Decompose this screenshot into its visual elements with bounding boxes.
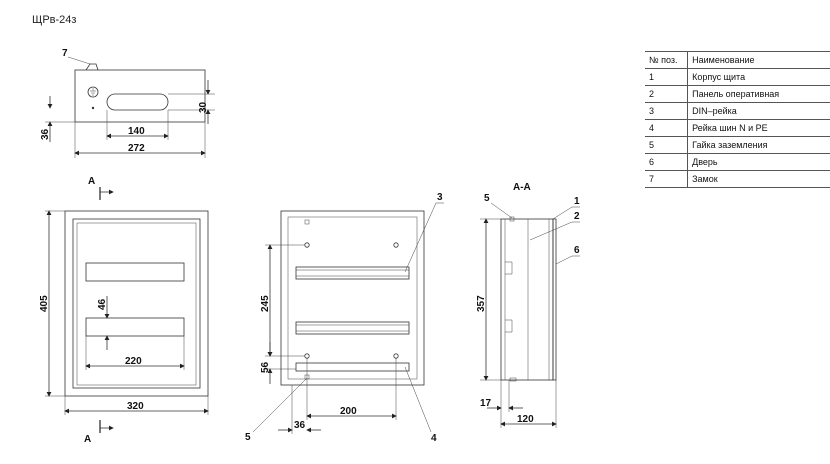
callout-2: 2 bbox=[574, 211, 580, 222]
section-foot bbox=[509, 377, 517, 382]
table-cell-name: Панель оперативная bbox=[687, 85, 830, 103]
callout-7: 7 bbox=[62, 48, 68, 59]
callout-5-inner: 5 bbox=[245, 432, 251, 443]
table-cell-num: 1 bbox=[645, 68, 689, 86]
dim-405: 405 bbox=[39, 295, 50, 312]
callout-4: 4 bbox=[431, 433, 437, 444]
table-cell-num: 5 bbox=[645, 136, 689, 154]
section-mark-top: А bbox=[88, 176, 95, 187]
table-cell-num: 4 bbox=[645, 119, 689, 137]
table-row: 4 Рейка шин N и PE bbox=[645, 119, 830, 137]
table-row: 5 Гайка заземления bbox=[645, 136, 830, 154]
section-view: А-А 357 120 17 5 1 2 6 bbox=[476, 182, 580, 428]
table-cell-name: Замок bbox=[687, 170, 830, 188]
table-header-num: № поз. bbox=[645, 51, 689, 69]
callout-6: 6 bbox=[574, 245, 580, 256]
page-title: ЩРв-24з bbox=[32, 14, 77, 26]
inner-view: 245 56 200 36 5 3 4 bbox=[245, 192, 444, 444]
table-cell-name: Дверь bbox=[687, 153, 830, 171]
ground-symbol-lines bbox=[90, 88, 96, 96]
dim-245: 245 bbox=[260, 295, 271, 312]
parts-table: № поз. Наименование 1 Корпус щита 2 Пане… bbox=[645, 51, 830, 188]
callout-1: 1 bbox=[574, 196, 580, 207]
dim-272: 272 bbox=[128, 143, 145, 154]
table-row: 2 Панель оперативная bbox=[645, 85, 830, 103]
callout-5-section: 5 bbox=[484, 193, 490, 204]
table-cell-num: 7 bbox=[645, 170, 689, 188]
dim-220: 220 bbox=[125, 356, 142, 367]
top-body bbox=[74, 69, 206, 123]
dim-320: 320 bbox=[127, 401, 144, 412]
inner-nut-top bbox=[304, 219, 310, 225]
table-header-row: № поз. Наименование bbox=[645, 51, 830, 69]
callout-3: 3 bbox=[437, 192, 443, 203]
dim-36-top: 36 bbox=[40, 128, 51, 140]
table-row: 7 Замок bbox=[645, 170, 830, 188]
din-rail-2 bbox=[295, 321, 410, 335]
table-cell-num: 6 bbox=[645, 153, 689, 171]
inner-body bbox=[280, 210, 425, 386]
front-door bbox=[72, 218, 201, 389]
table-row: 1 Корпус щита bbox=[645, 68, 830, 86]
table-cell-name: Рейка шин N и PE bbox=[687, 119, 830, 137]
table-cell-num: 2 bbox=[645, 85, 689, 103]
dim-120: 120 bbox=[517, 414, 534, 425]
section-label: А-А bbox=[513, 182, 531, 193]
front-window-2 bbox=[85, 317, 185, 337]
section-nut bbox=[509, 216, 515, 222]
table-cell-name: Корпус щита bbox=[687, 68, 830, 86]
table-cell-name: DIN–рейка bbox=[687, 102, 830, 120]
front-panel bbox=[76, 222, 197, 386]
table-row: 6 Дверь bbox=[645, 153, 830, 171]
table-cell-name: Гайка заземления bbox=[687, 136, 830, 154]
dim-36-inner: 36 bbox=[294, 420, 306, 431]
section-mark-bottom: А bbox=[84, 434, 91, 445]
lock-icon bbox=[85, 63, 99, 71]
table-row: 3 DIN–рейка bbox=[645, 102, 830, 120]
dim-140: 140 bbox=[128, 126, 145, 137]
section-rail-1 bbox=[505, 261, 513, 275]
front-view: А А 405 320 220 46 bbox=[39, 176, 209, 445]
front-window-1 bbox=[85, 262, 185, 282]
din-rail-1 bbox=[295, 266, 410, 280]
table-header-name: Наименование bbox=[687, 51, 830, 69]
inner-panel bbox=[287, 216, 418, 380]
dim-46: 46 bbox=[97, 298, 108, 310]
section-rail-2 bbox=[505, 319, 513, 333]
dim-357: 357 bbox=[476, 295, 487, 312]
section-body bbox=[500, 218, 554, 381]
dim-200: 200 bbox=[340, 406, 357, 417]
dim-17: 17 bbox=[480, 398, 492, 409]
section-door bbox=[552, 218, 557, 381]
top-slot bbox=[106, 93, 169, 111]
front-frame bbox=[64, 210, 209, 397]
ground-symbol-icon bbox=[87, 86, 99, 98]
bus-rail bbox=[295, 362, 410, 372]
table-cell-num: 3 bbox=[645, 102, 689, 120]
dim-56: 56 bbox=[260, 361, 271, 373]
ground-point bbox=[91, 106, 95, 110]
dim-30: 30 bbox=[198, 101, 209, 113]
top-view: 7 272 140 30 36 bbox=[40, 48, 215, 158]
